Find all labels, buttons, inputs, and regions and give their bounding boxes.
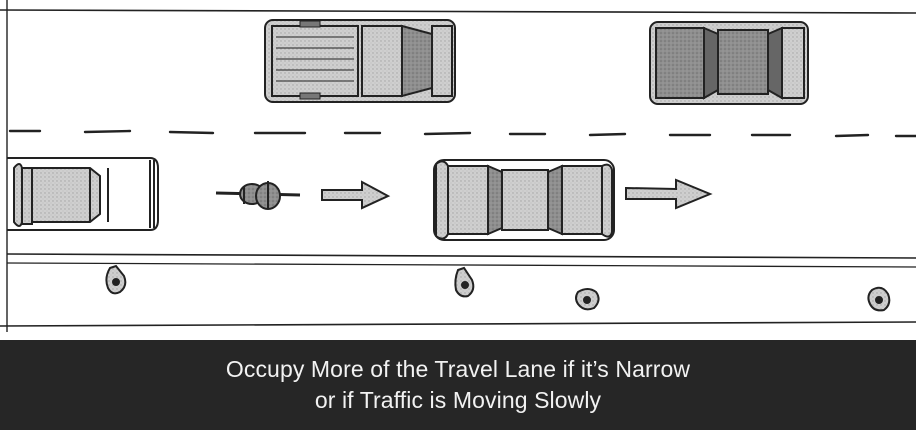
curb-line-lower — [7, 263, 916, 267]
lane-divider — [10, 131, 916, 136]
car-icon — [7, 158, 158, 230]
caption-line-2: or if Traffic is Moving Slowly — [315, 385, 601, 416]
pedestrian-icon — [868, 288, 889, 311]
pickup-truck-icon — [265, 20, 455, 102]
sidewalk-edge — [0, 322, 916, 326]
arrow-right-icon — [322, 182, 388, 208]
arrow-right-icon — [626, 180, 710, 208]
pedestrian-icon — [576, 289, 599, 309]
bicycle-icon — [216, 181, 300, 209]
pedestrian-icon — [455, 268, 473, 296]
road-top-edge — [0, 10, 916, 13]
car-icon — [650, 22, 808, 104]
curb-line-upper — [7, 254, 916, 258]
caption-line-1: Occupy More of the Travel Lane if it’s N… — [226, 354, 690, 385]
caption-bar: Occupy More of the Travel Lane if it’s N… — [0, 340, 916, 430]
pedestrian-icon — [106, 266, 125, 293]
car-icon — [434, 160, 614, 240]
